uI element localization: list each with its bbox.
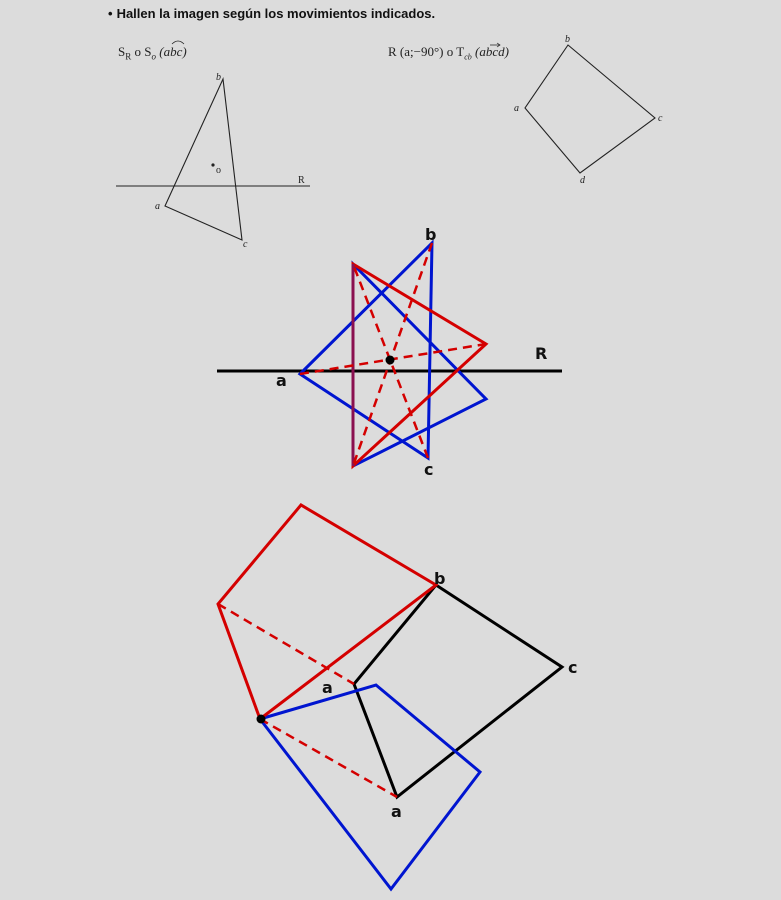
- solution2-blue-quad: [257, 683, 483, 892]
- solution1-center-point: [385, 355, 395, 365]
- task2-label-d: d: [580, 175, 586, 186]
- solution1-label-a: a: [276, 371, 287, 390]
- task2-label-arg: (abcd): [471, 44, 509, 59]
- task2-label-main: R (a;−90°) o T: [388, 44, 465, 59]
- solution2-dashed-lines: [217, 602, 398, 799]
- solution2-rotation-center: [256, 714, 266, 724]
- solution2-label-c: c: [568, 658, 577, 677]
- task2-quadrilateral: [524, 44, 656, 174]
- task2-label: R (a;−90°) o Tcb (abcd): [388, 44, 509, 62]
- task1-label-sub1: R: [125, 51, 132, 62]
- task1-point-o: [211, 163, 215, 167]
- task1-figure: b a c o R: [116, 72, 310, 250]
- solution2-figure: b c a a: [216, 503, 577, 892]
- solution1-dashed-lines: [299, 242, 487, 467]
- task1-label-r: R: [298, 175, 305, 186]
- solution2-red-quad: [216, 503, 439, 722]
- bullet-icon: •: [108, 6, 113, 21]
- task1-angle-arc: [171, 40, 185, 45]
- task2-figure: b c d a: [514, 34, 663, 186]
- task2-label-a: a: [514, 103, 519, 114]
- task2-label-sub: cb: [464, 52, 472, 62]
- task1-label-o: o: [216, 165, 221, 176]
- task1-label: SR o So (abc): [118, 44, 187, 62]
- solution2-label-a2: a: [391, 802, 402, 821]
- solution1-blue-triangle: [297, 239, 434, 461]
- task1-label-a: a: [155, 201, 160, 212]
- task1-label-b: b: [216, 72, 221, 83]
- task2-label-b: b: [565, 34, 570, 45]
- solution2-label-b: b: [434, 569, 445, 588]
- task1-label-arg: (abc): [155, 44, 187, 59]
- task1-triangle: [164, 76, 243, 241]
- task1-label-sub2: o: [151, 51, 156, 62]
- solution1-figure: b a c R: [217, 225, 562, 479]
- task2-vector-arrow: [490, 42, 501, 48]
- task1-label-prefix: S: [118, 44, 126, 59]
- instruction-text: •Hallen la imagen según los movimientos …: [108, 6, 435, 21]
- solution1-label-r: R: [535, 344, 547, 363]
- solution1-label-c: c: [424, 460, 433, 479]
- task1-label-mid: o S: [131, 44, 152, 59]
- task1-label-c: c: [243, 239, 248, 250]
- instruction-label: Hallen la imagen según los movimientos i…: [116, 6, 436, 21]
- solution1-label-b: b: [425, 225, 436, 244]
- task2-label-c: c: [658, 113, 663, 124]
- solution2-label-a1: a: [322, 678, 333, 697]
